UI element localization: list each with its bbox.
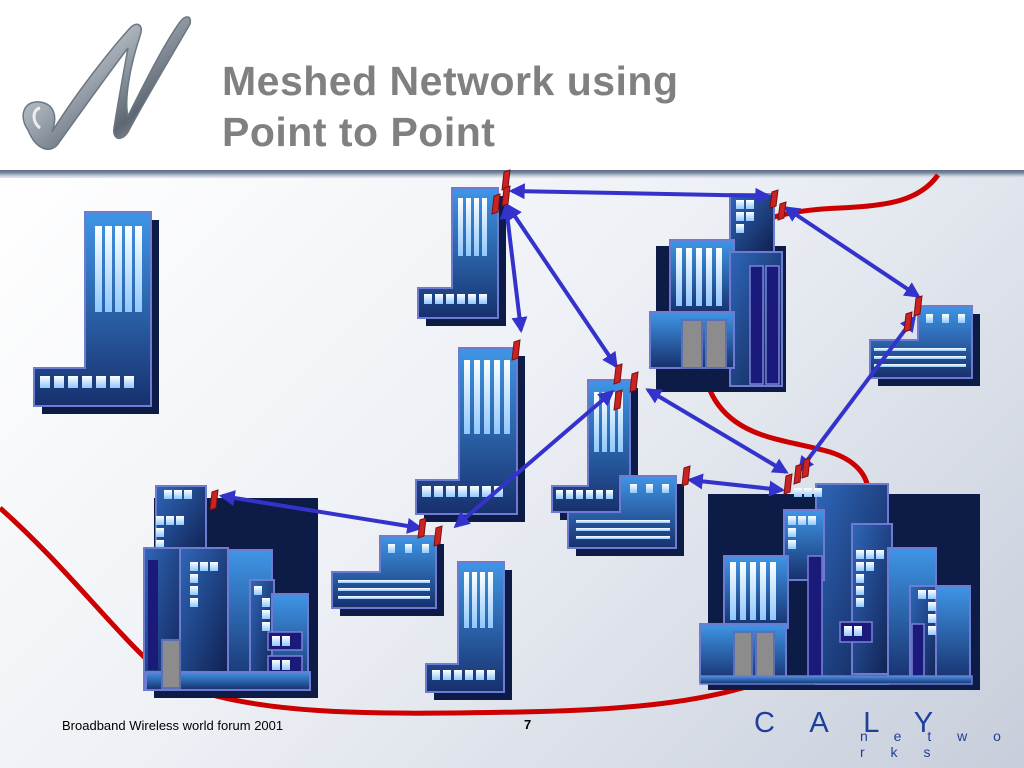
slide-header: Meshed Network using Point to Point — [0, 0, 1024, 172]
antenna-icon — [613, 363, 623, 385]
link-arrow — [218, 490, 424, 534]
title-line-1: Meshed Network using — [222, 58, 679, 104]
link-arrow — [506, 203, 618, 369]
link-arrow — [798, 315, 916, 473]
antenna-icon — [629, 371, 639, 393]
building-icon — [415, 347, 525, 522]
antenna-icon — [613, 389, 623, 411]
building-icon — [417, 187, 506, 326]
building-icon — [33, 211, 159, 414]
link-arrow — [453, 389, 615, 529]
building-icon — [143, 485, 318, 698]
building-icon — [331, 535, 444, 616]
antenna-icon — [777, 201, 787, 221]
brand-subtitle: n e t w o r k s — [860, 728, 1012, 760]
antenna-icon — [511, 339, 521, 361]
building-icon — [699, 483, 980, 690]
backbone-cable — [0, 506, 781, 716]
antenna-icon — [433, 525, 443, 547]
antenna-icon — [913, 295, 923, 317]
footer-event-text: Broadband Wireless world forum 2001 — [62, 718, 284, 733]
link-arrow — [645, 388, 789, 474]
antenna-icon — [801, 457, 811, 479]
antenna-icon — [769, 189, 779, 209]
antenna-icon — [783, 473, 793, 495]
brand-name: C A L Y — [754, 707, 948, 739]
logo-n-icon — [22, 16, 192, 150]
header-divider — [0, 170, 1024, 178]
antenna-icon — [501, 185, 511, 207]
building-icon — [649, 193, 786, 392]
title-line-2: Point to Point — [222, 109, 496, 155]
antenna-icon — [681, 465, 691, 487]
building-icon — [869, 305, 980, 386]
page-number: 7 — [524, 717, 532, 732]
antenna-icon — [209, 489, 219, 511]
antenna-icon — [417, 517, 427, 539]
slide-title: Meshed Network using Point to Point — [222, 56, 679, 158]
antenna-icon — [903, 311, 913, 333]
building-icon — [425, 561, 512, 700]
link-arrow — [686, 473, 786, 497]
antenna-icon — [793, 463, 803, 485]
antenna-icon — [491, 193, 501, 215]
link-arrow — [508, 183, 772, 204]
link-arrow — [783, 206, 921, 298]
